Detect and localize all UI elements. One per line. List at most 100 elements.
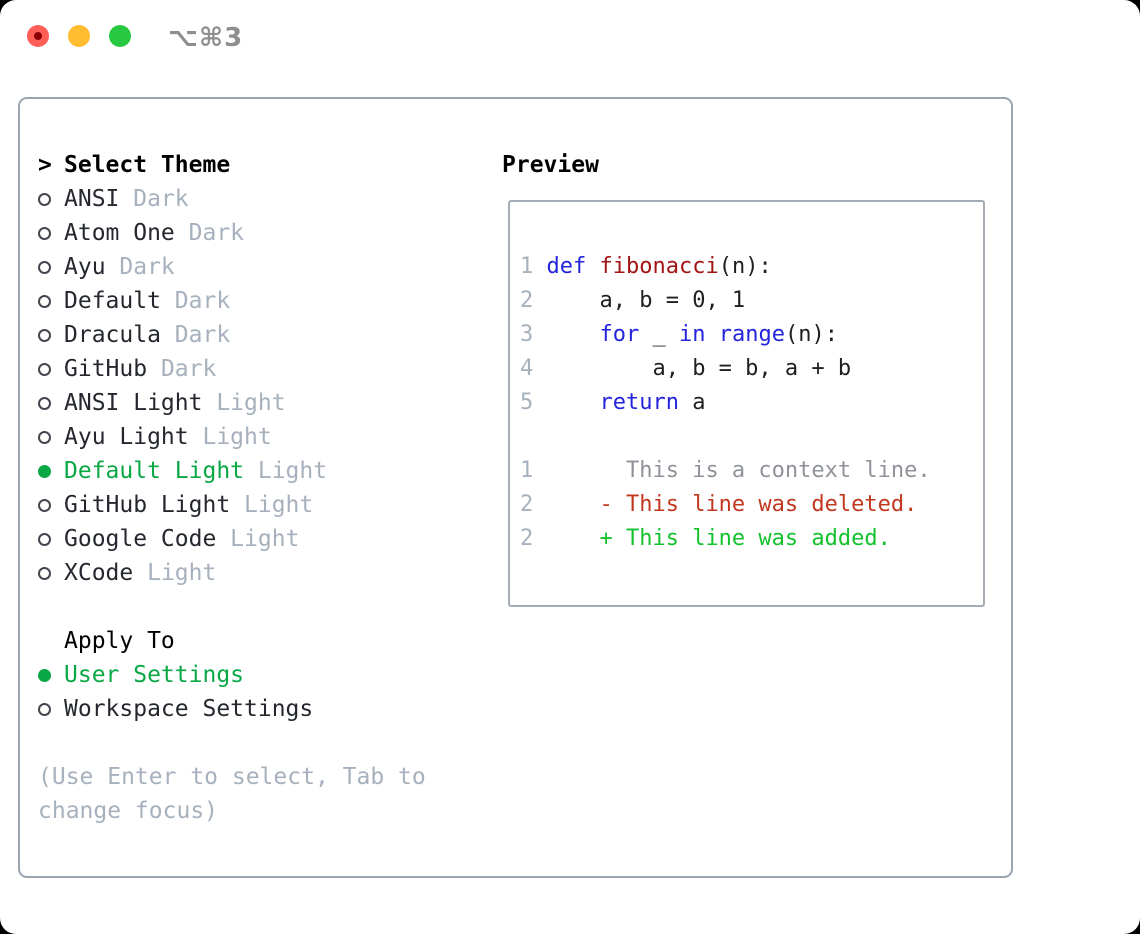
code-segment-plain: a, b = b, a + b [546,355,852,381]
focus-caret-icon: > [38,152,52,178]
code-segment-plain [547,322,600,347]
select-theme-title: Select Theme [64,152,231,178]
radio-icon [38,532,64,546]
radio-icon [38,260,64,274]
theme-option-github[interactable]: GitHub Dark [38,352,502,386]
help-text: (Use Enter to select, Tab to change focu… [38,764,426,824]
spacer [38,590,502,624]
zoom-button[interactable] [109,25,131,47]
radio-selected-icon [38,668,64,682]
radio-icon [38,328,64,342]
theme-variant-tag: Light [133,560,217,586]
theme-variant-tag: Dark [119,186,189,212]
theme-option-label: Atom One [64,220,175,246]
titlebar: ⌥⌘3 [27,18,243,58]
line-number: 5 [520,389,547,415]
theme-option-atom-one[interactable]: Atom One Dark [38,216,502,250]
radio-icon [38,396,64,410]
select-theme-header: > Select Theme [38,148,502,182]
apply-to-header: Apply To [38,624,502,658]
theme-option-github-light[interactable]: GitHub Light Light [38,488,502,522]
radio-icon [38,702,64,716]
window-title: ⌥⌘3 [168,23,244,53]
line-number: 4 [520,355,547,381]
apply-option-user-settings[interactable]: User Settings [38,658,502,692]
theme-option-label: Google Code [64,526,217,552]
line-number: 2 [520,491,547,517]
preview-line: 1 def fibonacci(n): [520,249,977,283]
code-segment-plain: _ [639,321,679,347]
radio-icon [38,294,64,308]
radio-icon [38,192,64,206]
apply-to-title: Apply To [64,628,175,654]
theme-variant-tag: Dark [105,254,175,280]
apply-option-label: User Settings [64,662,245,688]
preview-title: Preview [502,152,599,178]
minimize-button[interactable] [68,25,90,47]
code-segment-plain: a, b = 0, 1 [546,287,746,313]
theme-option-ansi[interactable]: ANSI Dark [38,182,502,216]
code-segment-deleted: - This line was deleted. [546,491,918,517]
theme-variant-tag: Dark [160,288,231,314]
theme-option-xcode[interactable]: XCode Light [38,556,502,590]
close-button[interactable] [27,25,49,47]
code-segment-context: This is a context line. [546,457,931,483]
theme-variant-tag: Light [188,424,272,450]
theme-option-label: Default [64,288,161,314]
code-segment-function: fibonacci [599,253,719,279]
theme-option-label: Ayu [64,254,106,280]
theme-variant-tag: Light [202,390,286,416]
preview-line: 3 for _ in range(n): [520,317,977,351]
theme-option-label: GitHub Light [64,492,231,518]
apply-option-label: Workspace Settings [64,696,314,722]
close-dot-icon [34,32,42,40]
theme-option-default[interactable]: Default Dark [38,284,502,318]
radio-icon [38,226,64,240]
preview-line: 5 return a [520,385,977,419]
theme-option-ayu[interactable]: Ayu Dark [38,250,502,284]
preview-column: Preview 1 def fibonacci(n):2 a, b = 0, 1… [502,148,1011,876]
code-segment-keyword: def [546,253,587,279]
theme-option-default-light[interactable]: Default Light Light [38,454,502,488]
theme-option-label: XCode [64,560,134,586]
line-number: 1 [520,457,547,483]
line-number: 1 [520,253,547,279]
preview-line: 1 This is a context line. [520,453,977,487]
radio-icon [38,566,64,580]
theme-option-label: ANSI Light [64,390,203,416]
theme-option-ayu-light[interactable]: Ayu Light Light [38,420,502,454]
theme-variant-tag: Light [230,492,314,518]
theme-variant-tag: Light [216,526,300,552]
line-number: 3 [520,321,547,347]
traffic-lights [27,25,150,51]
code-segment-plain: a [678,389,706,415]
code-segment-plain: (n): [784,321,838,347]
theme-variant-tag: Dark [174,220,245,246]
radio-icon [38,498,64,512]
line-number: 2 [520,525,547,551]
theme-option-label: GitHub [64,356,148,382]
theme-variant-tag: Dark [160,322,231,348]
theme-option-google-code[interactable]: Google Code Light [38,522,502,556]
theme-option-ansi-light[interactable]: ANSI Light Light [38,386,502,420]
theme-option-dracula[interactable]: Dracula Dark [38,318,502,352]
preview-header: Preview [502,148,1011,182]
theme-option-label: Dracula [64,322,161,348]
code-segment-keyword: for [599,321,640,347]
code-segment-plain [547,390,600,415]
theme-option-label: ANSI [64,186,120,212]
preview-line [520,419,977,453]
code-segment-keyword: return [599,389,679,415]
code-segment-keyword: in [678,321,706,347]
radio-icon [38,362,64,376]
preview-line: 2 + This line was added. [520,521,977,555]
code-segment-plain [705,322,718,347]
apply-option-workspace-settings[interactable]: Workspace Settings [38,692,502,726]
preview-line: 2 a, b = 0, 1 [520,283,977,317]
code-segment-plain: (n): [718,253,772,279]
line-number: 2 [520,287,547,313]
